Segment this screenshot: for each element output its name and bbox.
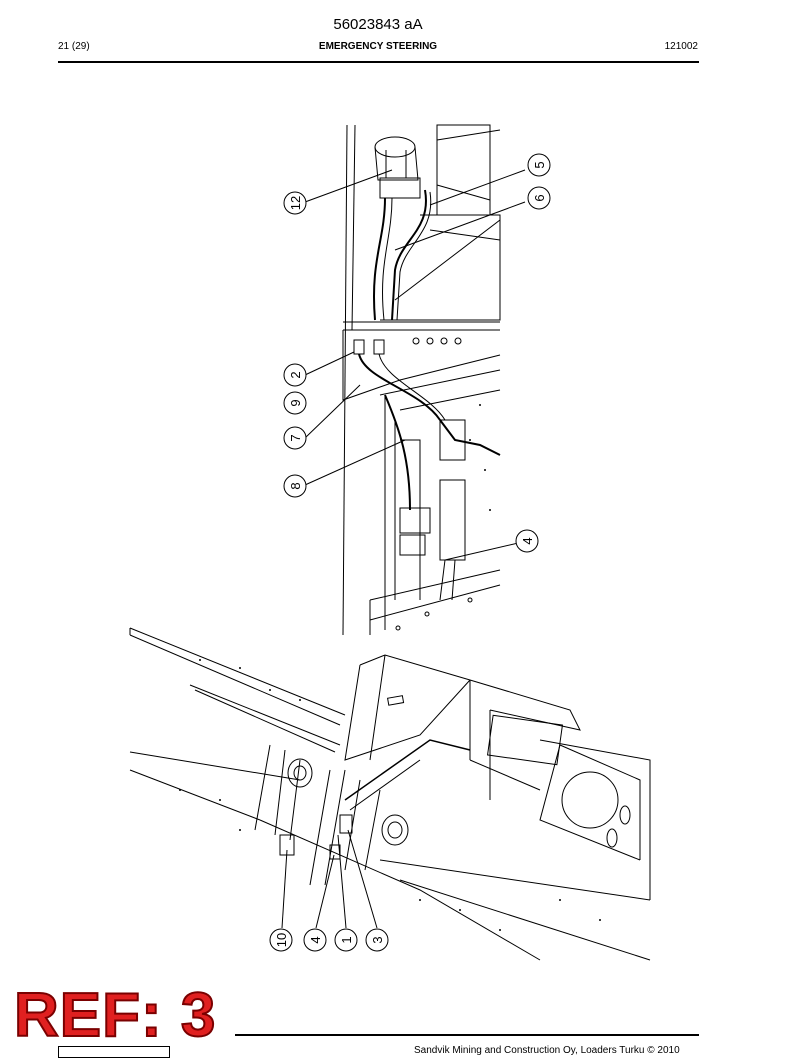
section-title: EMERGENCY STEERING xyxy=(318,41,438,52)
callout-5: 5 xyxy=(527,153,551,177)
svg-text:5: 5 xyxy=(532,161,547,168)
svg-text:8: 8 xyxy=(288,482,303,489)
callout-9: 9 xyxy=(283,391,307,415)
svg-text:12: 12 xyxy=(288,196,303,210)
callout-4-upper: 4 xyxy=(515,529,539,553)
ref-stamp: REF: 3 xyxy=(13,981,217,1050)
svg-text:7: 7 xyxy=(288,434,303,441)
lower-assembly-drawing xyxy=(129,404,651,961)
document-number: 56023843 aA xyxy=(333,16,423,33)
svg-text:3: 3 xyxy=(370,936,385,943)
upper-assembly-drawing xyxy=(304,124,528,636)
footer-rule xyxy=(235,1034,699,1036)
callout-8: 8 xyxy=(283,474,307,498)
svg-text:2: 2 xyxy=(288,371,303,378)
callout-3: 3 xyxy=(365,928,389,952)
header-rule xyxy=(58,61,699,63)
date-code: 121002 xyxy=(664,41,698,52)
footer-copyright: Sandvik Mining and Construction Oy, Load… xyxy=(414,1045,680,1056)
svg-text:10: 10 xyxy=(274,933,289,947)
callout-2: 2 xyxy=(283,363,307,387)
svg-text:4: 4 xyxy=(308,936,323,943)
callout-7: 7 xyxy=(283,426,307,450)
svg-text:1: 1 xyxy=(339,936,354,943)
svg-text:4: 4 xyxy=(520,537,535,544)
company-logo xyxy=(58,1046,170,1058)
svg-text:9: 9 xyxy=(288,399,303,406)
page-number: 21 (29) xyxy=(58,41,90,52)
callout-4-lower: 4 xyxy=(303,928,327,952)
callout-1: 1 xyxy=(334,928,358,952)
callout-10: 10 xyxy=(269,928,293,952)
callout-6: 6 xyxy=(527,186,551,210)
callout-12: 12 xyxy=(283,191,307,215)
svg-text:6: 6 xyxy=(532,194,547,201)
